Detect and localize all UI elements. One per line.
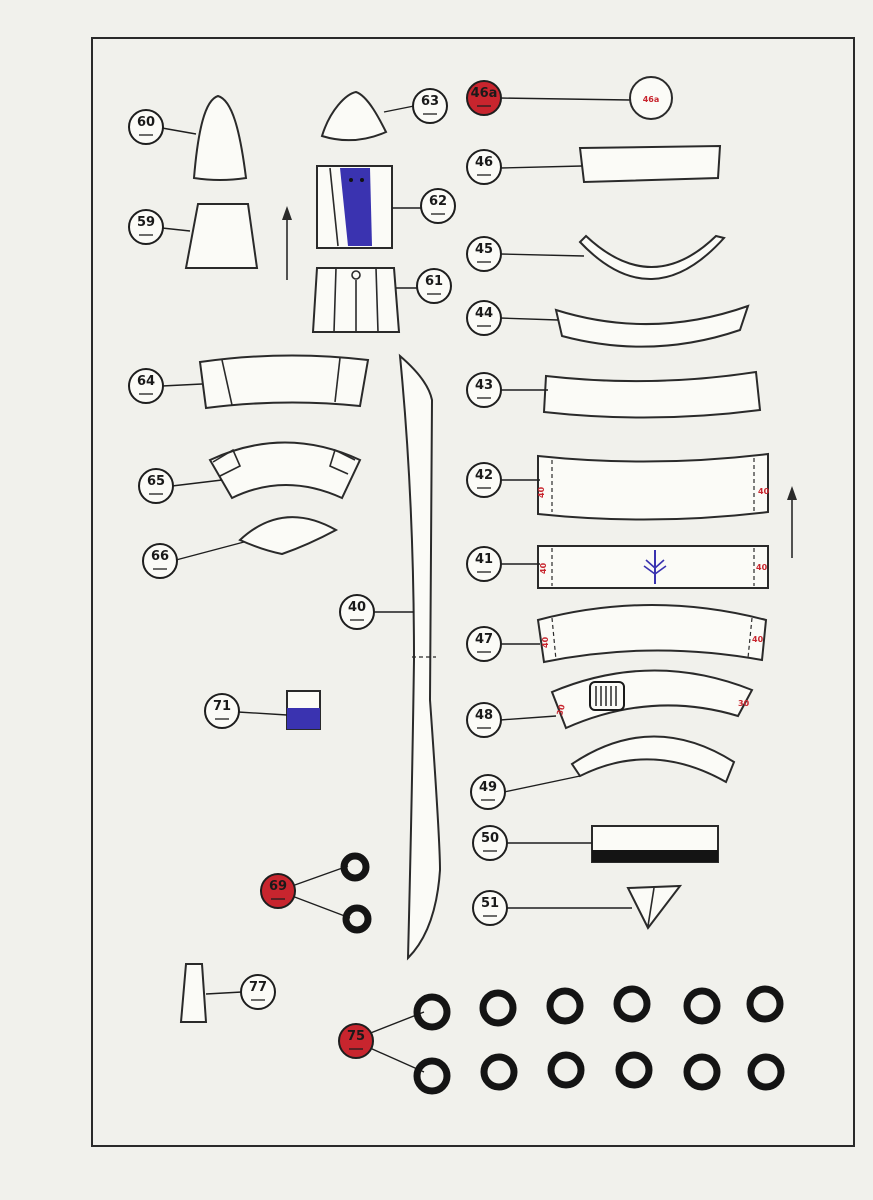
- ring-75-5: [683, 987, 721, 1025]
- tab-mark-42-right: 40: [758, 487, 770, 496]
- part-63[interactable]: 63: [320, 88, 448, 142]
- ring-69b: [342, 904, 372, 934]
- part-50[interactable]: 50: [472, 825, 719, 863]
- label-75: 75: [347, 1029, 365, 1044]
- label-64: 64: [137, 374, 155, 389]
- label-46a: 46a: [471, 86, 498, 101]
- part-75[interactable]: 75: [338, 985, 785, 1095]
- ring-75-12: [747, 1053, 785, 1091]
- ring-75-3: [546, 987, 584, 1025]
- part-66[interactable]: 66: [142, 516, 339, 579]
- wing-emblem-icon: [643, 550, 667, 584]
- sheet-frame: [91, 37, 855, 1147]
- part-40[interactable]: 40: [339, 353, 442, 961]
- part-45[interactable]: 45: [466, 234, 726, 280]
- direction-arrow-up-icon: [282, 206, 292, 280]
- part-46[interactable]: 46: [466, 144, 722, 185]
- part-71[interactable]: 71: [204, 690, 321, 730]
- direction-arrow-up-icon: [787, 486, 797, 558]
- part-49[interactable]: 49: [470, 735, 736, 810]
- ring-75-11: [683, 1053, 721, 1091]
- label-45: 45: [475, 242, 493, 257]
- label-46a-disc: 46a: [643, 95, 660, 104]
- label-65: 65: [147, 474, 165, 489]
- label-61: 61: [425, 274, 443, 289]
- tab-mark-41-left: 40: [539, 562, 548, 574]
- label-77: 77: [249, 980, 267, 995]
- label-49: 49: [479, 780, 497, 795]
- part-65[interactable]: 65: [138, 441, 362, 504]
- label-63: 63: [421, 94, 439, 109]
- part-44[interactable]: 44: [466, 300, 750, 348]
- tab-mark-47-right: 40: [752, 635, 764, 644]
- part-62[interactable]: 62: [316, 165, 456, 249]
- part-64[interactable]: 64: [128, 354, 370, 410]
- ring-75-6: [746, 985, 784, 1023]
- label-69: 69: [269, 879, 287, 894]
- part-47[interactable]: 40 40 47: [466, 604, 768, 664]
- label-66: 66: [151, 549, 169, 564]
- label-71: 71: [213, 699, 231, 714]
- ring-75-4: [613, 985, 651, 1023]
- part-46a[interactable]: 46a 46a: [466, 76, 673, 120]
- label-50: 50: [481, 831, 499, 846]
- tab-mark-48-left: 30: [555, 703, 567, 717]
- label-43: 43: [475, 378, 493, 393]
- ring-75-9: [547, 1051, 585, 1089]
- ring-75-2: [479, 989, 517, 1027]
- label-60: 60: [137, 115, 155, 130]
- label-59: 59: [137, 215, 155, 230]
- label-62: 62: [429, 194, 447, 209]
- ring-75-8: [480, 1053, 518, 1091]
- ring-75-7: [413, 1057, 451, 1095]
- part-43[interactable]: 43: [466, 370, 762, 419]
- part-42[interactable]: 40 40 42: [466, 452, 770, 521]
- part-61[interactable]: 61: [311, 267, 452, 333]
- tab-mark-47-left: 40: [541, 636, 550, 648]
- part-51[interactable]: 51: [472, 884, 683, 930]
- tab-mark-48-right: 30: [738, 699, 750, 708]
- label-47: 47: [475, 632, 493, 647]
- tab-mark-42-left: 40: [537, 486, 546, 498]
- part-69[interactable]: 69: [260, 852, 372, 934]
- part-41[interactable]: 40 40 41: [466, 545, 769, 589]
- label-42: 42: [475, 468, 493, 483]
- label-48: 48: [475, 708, 493, 723]
- part-59[interactable]: 59: [128, 203, 259, 269]
- part-48[interactable]: 30 30 48: [466, 669, 754, 738]
- part-60[interactable]: 60: [128, 94, 248, 181]
- label-46: 46: [475, 155, 493, 170]
- part-77[interactable]: 77: [179, 963, 276, 1023]
- ring-75-1: [413, 993, 451, 1031]
- tab-mark-41-right: 40: [756, 563, 768, 572]
- label-44: 44: [475, 306, 493, 321]
- ring-69a: [340, 852, 370, 882]
- ring-75-10: [615, 1051, 653, 1089]
- label-41: 41: [475, 552, 493, 567]
- label-51: 51: [481, 896, 499, 911]
- label-40: 40: [348, 600, 366, 615]
- grille-icon: [589, 681, 625, 711]
